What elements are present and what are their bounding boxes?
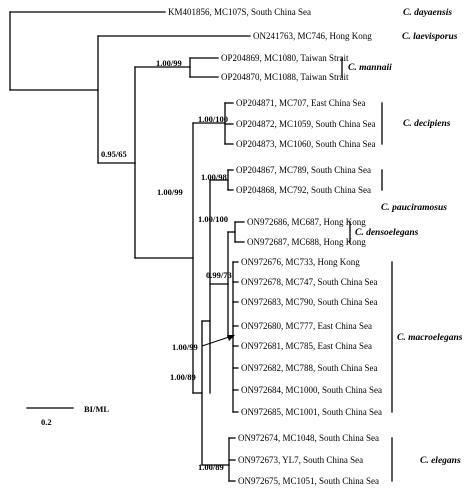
clade-label: C. pauciramosus bbox=[381, 203, 447, 213]
tip-label: ON972678, MC747, South China Sea bbox=[241, 277, 378, 287]
support-value: 1.00/99 bbox=[156, 58, 182, 68]
clade-label: C. macroelegans bbox=[397, 333, 463, 343]
clade-label: C. mannaii bbox=[348, 63, 392, 73]
support-value: 0.99/73 bbox=[206, 270, 232, 280]
support-value: 1.00/100 bbox=[198, 114, 228, 124]
support-labels: 1.00/99 0.95/65 1.00/100 1.00/99 1.00/98… bbox=[101, 58, 232, 472]
tip-label: ON972683, MC790, South China Sea bbox=[241, 297, 378, 307]
tip-label: ON972682, MC788, South China Sea bbox=[241, 363, 378, 373]
tip-label: OP204870, MC1088, Taiwan Strait bbox=[221, 72, 349, 82]
tip-label: OP204868, MC792, South China Sea bbox=[236, 185, 371, 195]
scale-value: 0.2 bbox=[41, 417, 52, 427]
clade-label: C. dayaensis bbox=[403, 8, 452, 18]
clade-label: C. laevisporus bbox=[402, 32, 458, 42]
branches bbox=[9, 11, 393, 482]
support-arrow bbox=[201, 335, 233, 347]
support-value: 1.00/98 bbox=[201, 172, 227, 182]
clade-labels: C. dayaensis C. laevisporus C. mannaii C… bbox=[348, 8, 463, 466]
tip-label: ON972674, MC1048, South China Sea bbox=[238, 433, 379, 443]
support-value: 1.00/100 bbox=[198, 214, 228, 224]
legend-label: BI/ML bbox=[84, 404, 109, 414]
tip-label: OP204869, MC1080, Taiwan Strait bbox=[221, 53, 349, 63]
tip-label: ON972686, MC687, Hong Kong bbox=[247, 217, 366, 227]
tip-label: OP204871, MC707, East China Sea bbox=[236, 98, 366, 108]
tip-label: ON241763, MC746, Hong Kong bbox=[253, 31, 372, 41]
tip-label: ON972673, YL7, South China Sea bbox=[238, 455, 363, 465]
support-value: 1.00/99 bbox=[157, 187, 183, 197]
support-value: 1.00/99 bbox=[172, 342, 198, 352]
clade-label: C. densoelegans bbox=[355, 228, 419, 238]
support-value: 1.00/89 bbox=[170, 372, 196, 382]
support-value: 0.95/65 bbox=[101, 149, 127, 159]
tip-label: KM401856, MC107S, South China Sea bbox=[168, 7, 311, 17]
clade-label: C. decipiens bbox=[403, 119, 451, 129]
clade-label: C. elegans bbox=[420, 456, 461, 466]
support-value: 1.00/89 bbox=[198, 462, 224, 472]
tip-label: ON972676, MC733, Hong Kong bbox=[241, 257, 360, 267]
tip-label: OP204872, MC1059, South China Sea bbox=[236, 119, 376, 129]
tip-label: ON972675, MC1051, South China Sea bbox=[238, 476, 379, 486]
tip-label: ON972680, MC777, East China Sea bbox=[241, 321, 372, 331]
tip-label: ON972685, MC1001, South China Sea bbox=[241, 407, 382, 417]
tip-label: ON972684, MC1000, South China Sea bbox=[241, 385, 382, 395]
support-arrowhead bbox=[227, 335, 235, 341]
tip-label: ON972681, MC785, East China Sea bbox=[241, 341, 372, 351]
tip-label: OP204873, MC1060, South China Sea bbox=[236, 139, 376, 149]
tip-label: ON972687, MC688, Hong Kong bbox=[247, 237, 366, 247]
tip-labels: KM401856, MC107S, South China Sea ON2417… bbox=[168, 7, 382, 486]
tip-label: OP204867, MC789, South China Sea bbox=[236, 165, 371, 175]
